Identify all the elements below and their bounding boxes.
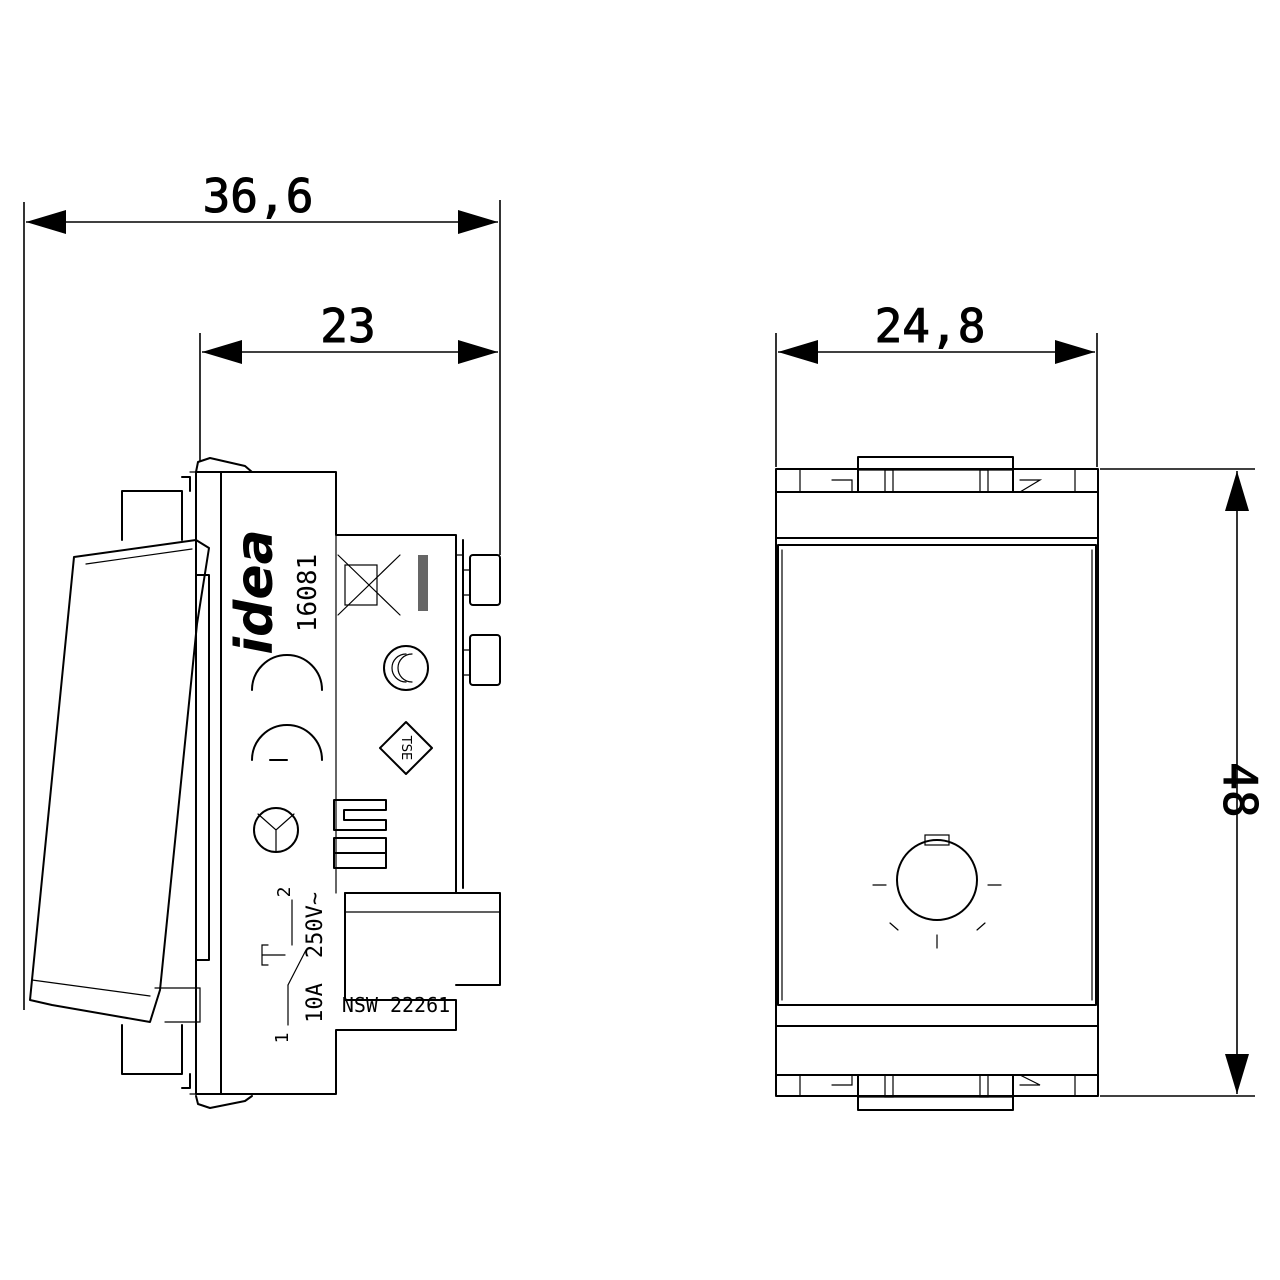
terminal-screw-upper [469,554,501,606]
rating-voltage: 250V~ [303,892,328,958]
ce-mark [251,654,323,761]
top-hook [195,457,253,473]
upper-clip [121,490,183,541]
bottom-hook [195,1095,253,1109]
bottom-tab [857,1074,1014,1111]
wiring-symbol: 1 2 [261,887,307,1044]
switch-body [220,471,457,1095]
dimension-height: 48 [1100,468,1268,1097]
tse-label: TSE [398,735,413,760]
standard-code: NSW 22261 [342,993,450,1017]
front-frame [775,468,1099,1097]
front-view [775,456,1099,1111]
terminal-label-1: 1 [272,1033,293,1044]
rocker [29,539,210,1023]
terminal-screw-lower [469,634,501,686]
product-code: 16081 [293,554,323,632]
ccc-mark [383,645,429,691]
dimension-body-depth: 23 [199,299,498,462]
dimension-label-overall-depth: 36,6 [203,169,314,223]
eac-mark [333,799,387,869]
brand-logo: idea [225,529,285,654]
dimension-label-height: 48 [1213,762,1267,817]
lamp-icon [872,834,1002,949]
imq-mark [253,807,299,853]
rocker-face [777,544,1097,1006]
terminal-label-2: 2 [274,887,295,898]
dimension-overall-depth: 36,6 [23,169,501,1010]
side-view: idea 16081 TSE [29,457,501,1109]
weee-icon [337,554,428,616]
top-tab [857,456,1014,493]
dimension-label-body-depth: 23 [320,299,375,353]
dimension-label-width: 24,8 [875,299,986,353]
lower-clip [121,1024,183,1075]
rear-bracket [344,892,501,986]
rating-current: 10A [303,983,328,1023]
frame-plate [195,471,222,1095]
dimension-width: 24,8 [775,299,1098,467]
tse-mark: TSE [379,721,433,775]
